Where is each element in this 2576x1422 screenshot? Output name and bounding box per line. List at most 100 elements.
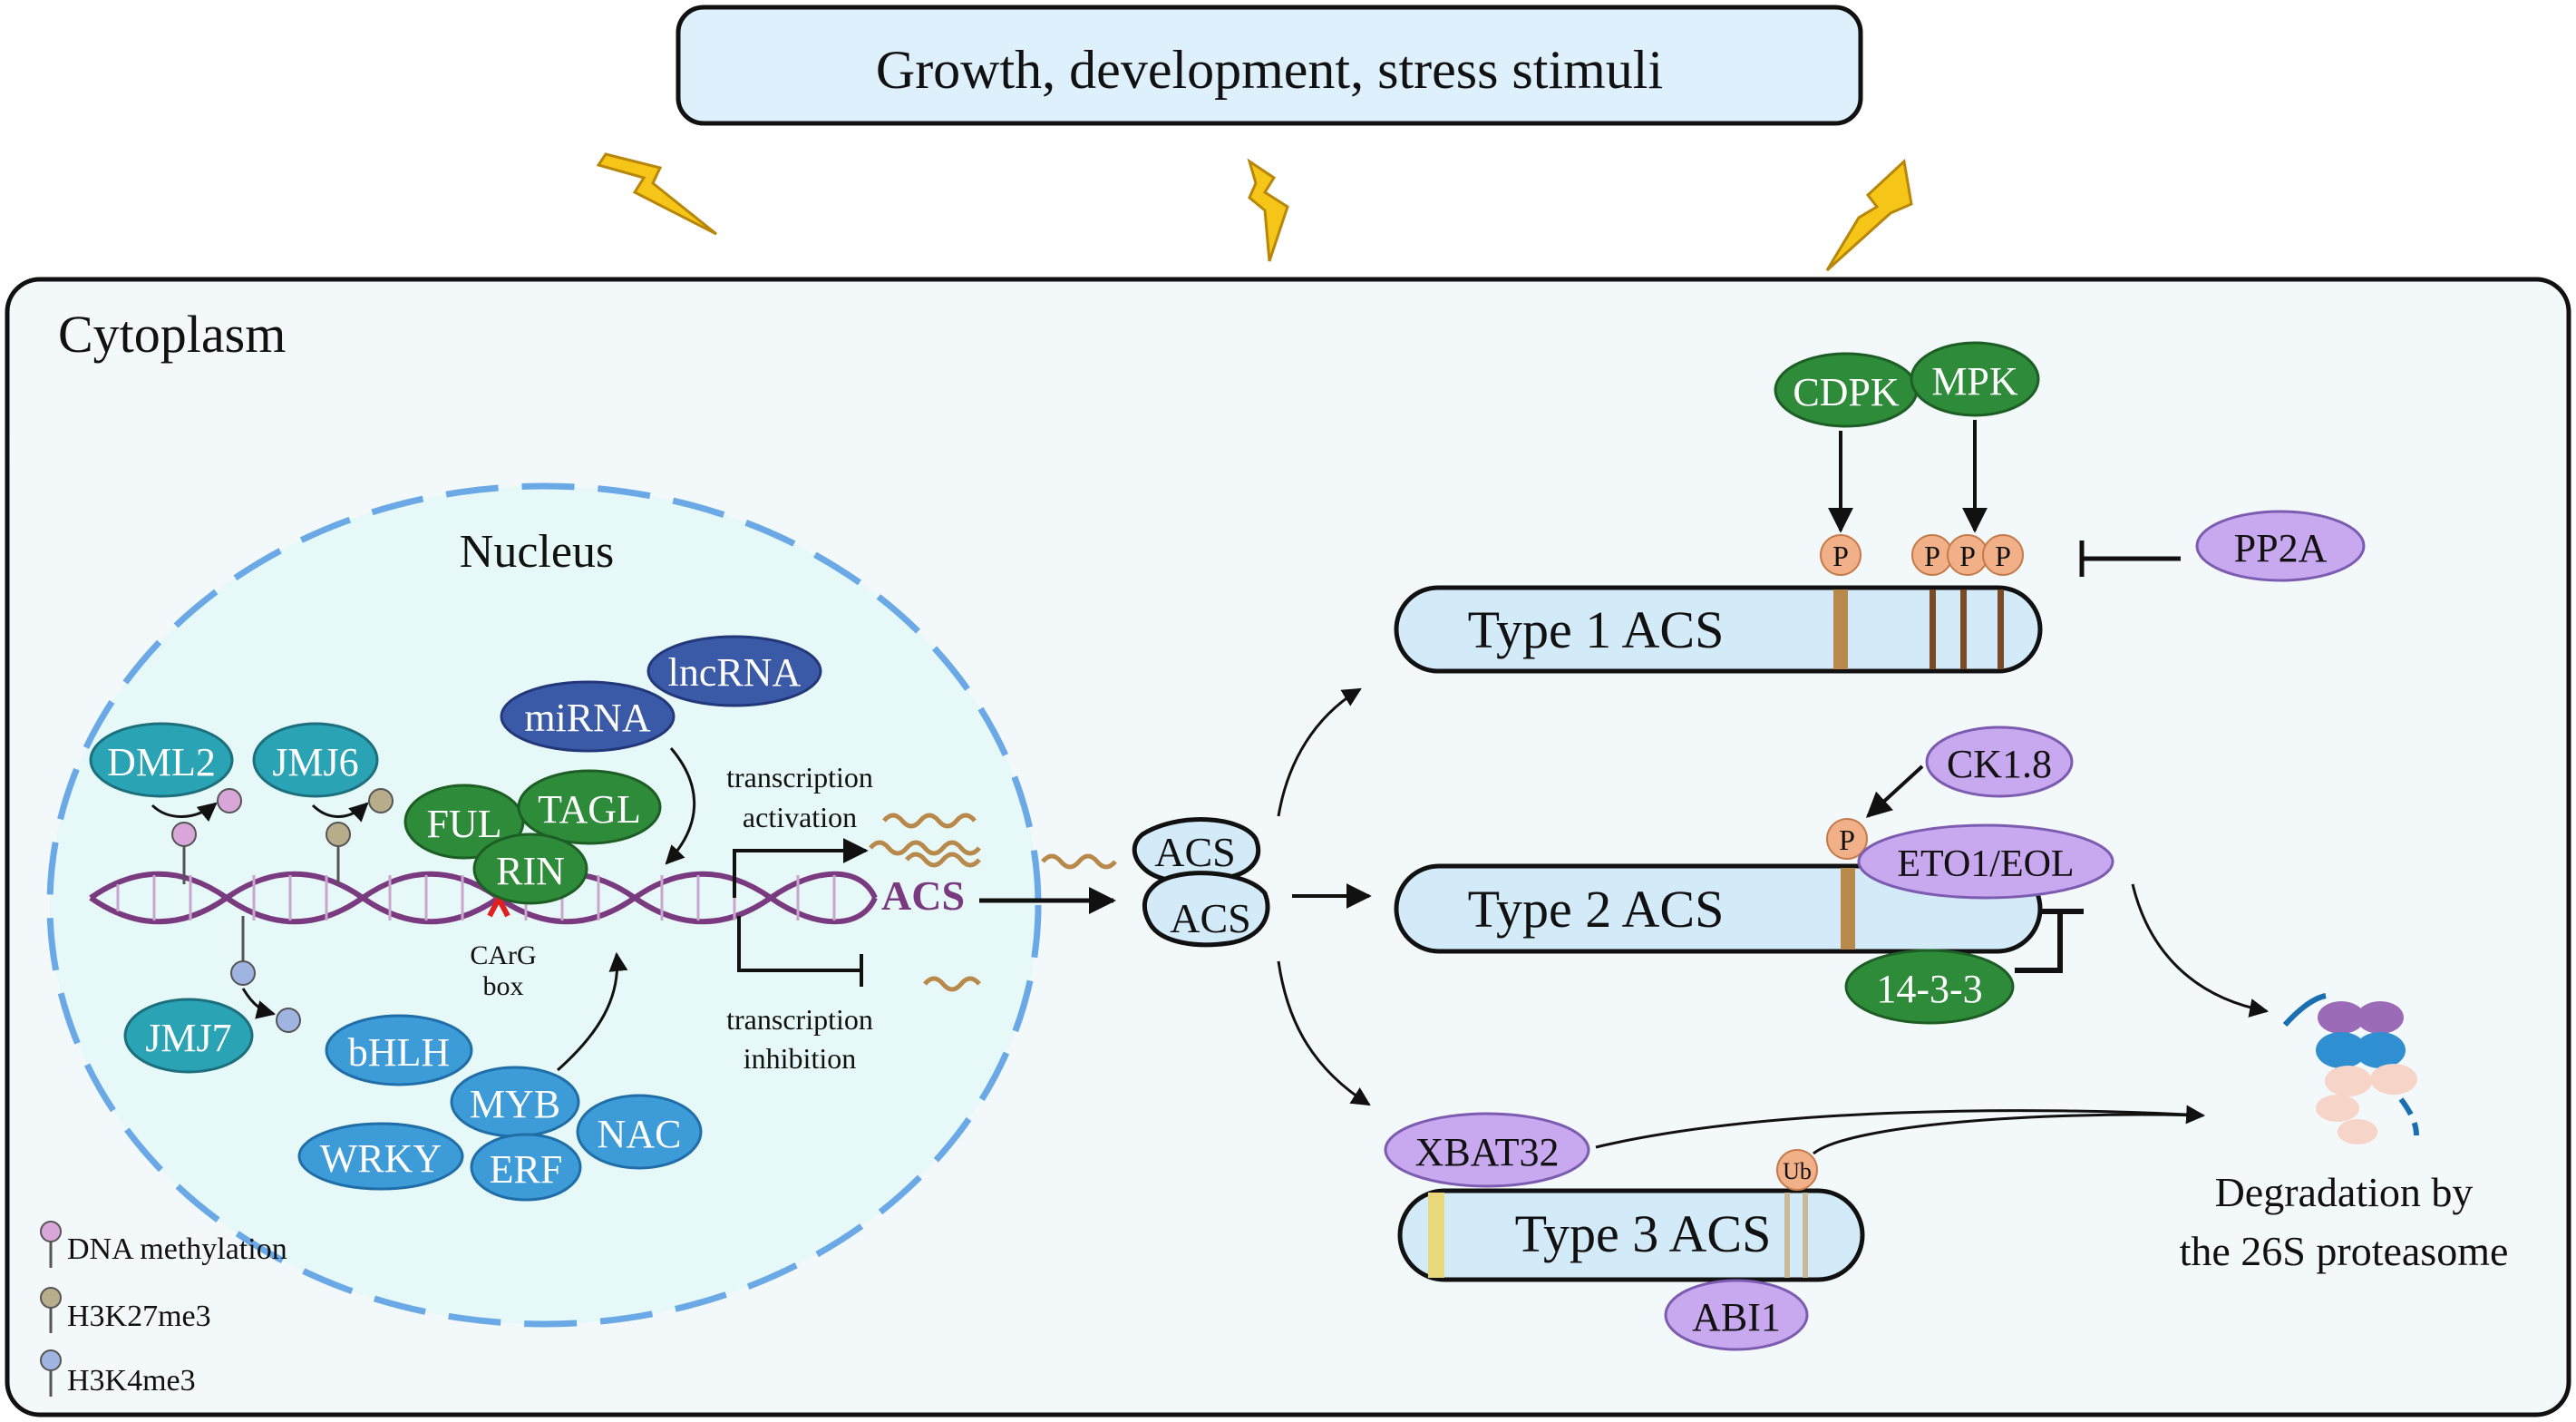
- svg-text:lncRNA: lncRNA: [668, 650, 802, 695]
- svg-text:ERF: ERF: [490, 1147, 563, 1192]
- proteasome-icon: [2282, 993, 2419, 1144]
- type1-phospho-sites: P P P P: [1820, 534, 2024, 576]
- mirna-node: miRNA: [500, 680, 676, 753]
- pp2a-inhibition: [2079, 541, 2181, 577]
- type3-label: Type 3 ACS: [1515, 1204, 1772, 1263]
- ck18-arrow: [1865, 765, 1924, 818]
- arrow-to-type3: [1277, 960, 1371, 1106]
- type1-label: Type 1 ACS: [1468, 600, 1725, 659]
- cytoplasm-label: Cytoplasm: [58, 305, 286, 364]
- bhlh-node: bHLH: [325, 1014, 473, 1086]
- svg-text:FUL: FUL: [426, 802, 501, 846]
- tagl-node: TAGL: [517, 769, 662, 845]
- abi1-node: ABI1: [1664, 1279, 1809, 1351]
- h3k27me3-mark: [326, 822, 351, 884]
- 14-3-3-inhibition: [2015, 909, 2084, 973]
- pp2a-node: PP2A: [2195, 510, 2366, 582]
- h3k4me3-mark: [230, 916, 256, 986]
- svg-text:CDPK: CDPK: [1793, 370, 1900, 414]
- svg-text:P: P: [1839, 823, 1855, 856]
- svg-text:14-3-3: 14-3-3: [1876, 967, 1982, 1011]
- dml2-node: DML2: [89, 722, 234, 798]
- type1-acs: Type 1 ACS: [1394, 585, 2043, 674]
- stimuli-header: Growth, development, stress stimuli: [676, 5, 1863, 126]
- mrna-transcripts: [869, 813, 1117, 992]
- acs-gene-label: ACS: [881, 872, 965, 919]
- demethylation-arrow-3: [241, 988, 277, 1019]
- ubiquitin-site: Ub: [1776, 1149, 1818, 1191]
- svg-text:ACS: ACS: [1170, 895, 1250, 941]
- legend-item-h3k4me3: H3K4me3: [40, 1349, 196, 1398]
- xbat32-node: XBAT32: [1384, 1112, 1590, 1188]
- demethylation-arrow: [151, 802, 218, 823]
- myb-node: MYB: [450, 1066, 580, 1138]
- svg-text:ABI1: ABI1: [1692, 1295, 1781, 1339]
- svg-text:JMJ7: JMJ7: [145, 1016, 231, 1060]
- svg-text:transcription: transcription: [726, 761, 873, 794]
- degradation-label-2: the 26S proteasome: [2180, 1228, 2509, 1274]
- svg-text:NAC: NAC: [598, 1112, 682, 1156]
- cdpk-node: CDPK: [1774, 352, 1919, 428]
- svg-text:H3K4me3: H3K4me3: [67, 1364, 196, 1398]
- tf-regulation-arrow: [557, 951, 628, 1072]
- jmj7-node: JMJ7: [123, 998, 254, 1074]
- eto1-degradation-arrow: [2131, 883, 2270, 1018]
- svg-text:P: P: [1959, 540, 1976, 572]
- type3-acs: Type 3 ACS: [1397, 1188, 1865, 1282]
- removed-methylation-dot: [217, 788, 242, 813]
- rin-node: RIN: [472, 833, 588, 905]
- svg-text:miRNA: miRNA: [524, 696, 651, 740]
- nucleus-label: Nucleus: [460, 526, 614, 578]
- legend-item-h3k27me3: H3K27me3: [40, 1287, 211, 1333]
- ck18-node: CK1.8: [1925, 726, 2074, 798]
- svg-text:ETO1/EOL: ETO1/EOL: [1897, 843, 2074, 885]
- transcription-inhibition: transcription inhibition: [726, 916, 873, 1075]
- svg-text:RIN: RIN: [496, 849, 565, 893]
- svg-text:XBAT32: XBAT32: [1415, 1130, 1560, 1174]
- legend: DNA methylation H3K27me3 H3K4me3: [40, 1221, 287, 1398]
- xbat32-degradation-arrow: [1595, 1105, 2206, 1149]
- stimuli-label: Growth, development, stress stimuli: [876, 40, 1663, 100]
- svg-text:MPK: MPK: [1931, 359, 2018, 404]
- lightning-icon: [596, 152, 717, 236]
- ub-degradation-arrow: [1813, 1113, 2204, 1155]
- acs-dimer: ACS ACS: [1132, 817, 1270, 948]
- demethylation-arrow-2: [311, 802, 369, 823]
- degradation-label: Degradation by: [2215, 1169, 2474, 1215]
- dna-methylation-mark: [171, 822, 197, 884]
- nac-node: NAC: [576, 1094, 703, 1170]
- svg-text:P: P: [1832, 540, 1849, 572]
- type2-label: Type 2 ACS: [1468, 880, 1725, 939]
- svg-text:PP2A: PP2A: [2234, 526, 2328, 570]
- lncrna-node: lncRNA: [646, 635, 822, 707]
- legend-item-dna-methylation: DNA methylation: [40, 1221, 287, 1268]
- rna-regulation-arrow: [665, 747, 696, 865]
- ful-node: FUL: [403, 784, 525, 860]
- svg-text:P: P: [1924, 540, 1940, 572]
- svg-text:activation: activation: [743, 801, 857, 833]
- eto1-eol-node: ETO1/EOL: [1857, 823, 2114, 900]
- mpk-node: MPK: [1910, 341, 2040, 417]
- removed-h3k4me3-dot: [276, 1008, 301, 1033]
- svg-text:TAGL: TAGL: [538, 787, 641, 832]
- 14-3-3-node: 14-3-3: [1844, 949, 2015, 1025]
- arrow-to-type1: [1277, 687, 1362, 817]
- svg-text:WRKY: WRKY: [320, 1136, 442, 1181]
- svg-text:P: P: [1995, 540, 2011, 572]
- svg-text:bHLH: bHLH: [348, 1030, 450, 1075]
- svg-text:CK1.8: CK1.8: [1947, 742, 2052, 786]
- jmj6-node: JMJ6: [252, 722, 379, 798]
- svg-text:ACS: ACS: [1154, 829, 1235, 875]
- svg-text:MYB: MYB: [470, 1082, 560, 1126]
- svg-text:DML2: DML2: [107, 740, 216, 784]
- svg-text:Ub: Ub: [1783, 1158, 1812, 1184]
- transcription-activation: transcription activation: [726, 761, 873, 898]
- carg-label-2: box: [483, 971, 524, 1001]
- lightning-icon: [1247, 158, 1289, 262]
- svg-text:H3K27me3: H3K27me3: [67, 1300, 211, 1333]
- removed-h3k27me3-dot: [368, 788, 394, 813]
- svg-text:transcription: transcription: [726, 1003, 873, 1036]
- type2-acs: Type 2 ACS: [1394, 863, 2043, 954]
- carg-label: CArG: [470, 940, 536, 970]
